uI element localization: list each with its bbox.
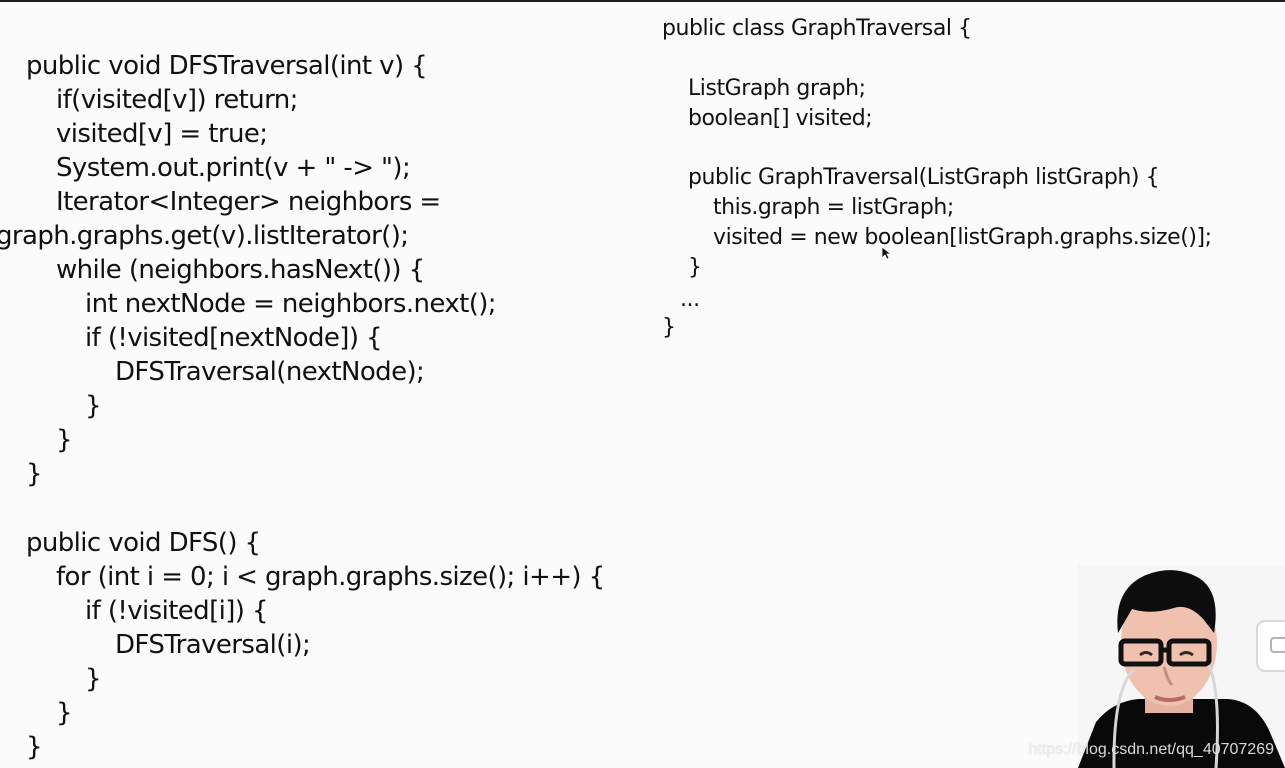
code-line: }: [56, 698, 73, 728]
code-line: if(visited[v]) return;: [56, 85, 298, 115]
code-line: }: [56, 425, 73, 455]
code-line: Iterator<Integer> neighbors =: [56, 187, 441, 217]
code-line: DFSTraversal(nextNode);: [115, 357, 425, 387]
code-line: ...: [680, 287, 700, 312]
play-icon: [1270, 637, 1285, 653]
top-border: [0, 0, 1285, 2]
code-line: }: [26, 459, 43, 489]
code-line: ListGraph graph;: [688, 76, 866, 101]
code-line: if (!visited[i]) {: [85, 596, 269, 626]
code-line: this.graph = listGraph;: [713, 195, 954, 220]
code-line: }: [662, 315, 676, 340]
code-line: while (neighbors.hasNext()) {: [56, 255, 425, 285]
code-line: visited = new boolean[listGraph.graphs.s…: [713, 225, 1212, 250]
code-line: DFSTraversal(i);: [115, 630, 311, 660]
watermark-text: https://blog.csdn.net/qq_40707269: [1028, 741, 1274, 758]
code-line: public void DFS() {: [26, 528, 261, 558]
code-line: visited[v] = true;: [56, 119, 268, 149]
code-line: graph.graphs.get(v).listIterator();: [0, 221, 409, 251]
video-widget-icon[interactable]: [1256, 620, 1285, 672]
code-line: int nextNode = neighbors.next();: [85, 289, 497, 319]
code-line: public void DFSTraversal(int v) {: [26, 51, 428, 81]
code-line: System.out.print(v + " -> ");: [56, 153, 411, 183]
code-line: public GraphTraversal(ListGraph listGrap…: [688, 165, 1160, 190]
code-line: boolean[] visited;: [688, 106, 873, 131]
presenter-icon: [1078, 565, 1285, 768]
code-line: }: [85, 391, 102, 421]
code-line: }: [26, 732, 43, 762]
code-line: public class GraphTraversal {: [662, 16, 972, 41]
presenter-webcam: [1078, 565, 1285, 768]
code-line: if (!visited[nextNode]) {: [85, 323, 383, 353]
code-line: }: [688, 255, 702, 280]
code-line: }: [85, 664, 102, 694]
cursor-icon: [881, 246, 891, 260]
code-line: for (int i = 0; i < graph.graphs.size();…: [56, 562, 605, 592]
